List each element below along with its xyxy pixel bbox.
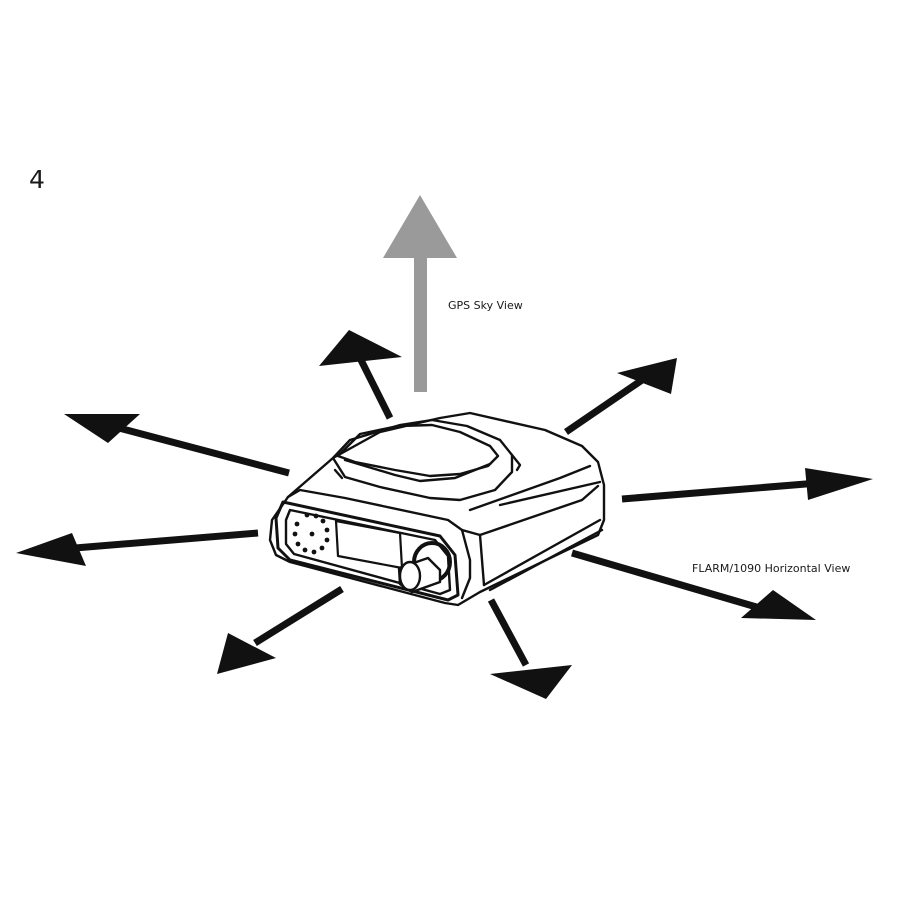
speaker-grille: [292, 512, 330, 555]
rotary-knob: [397, 541, 452, 594]
arrow-left-lower: [16, 529, 259, 566]
device-illustration: [268, 411, 606, 607]
horizontal-view-label: FLARM/1090 Horizontal View: [692, 562, 851, 575]
arrow-down: [487, 598, 572, 699]
horizontal-arrows: [16, 330, 873, 699]
sky-view-label: GPS Sky View: [448, 299, 523, 312]
arrow-down-left: [217, 586, 344, 674]
gps-sky-arrow: [383, 195, 457, 392]
arrow-right: [621, 468, 873, 503]
arrow-down-right: [571, 549, 816, 620]
arrow-up-left: [319, 330, 402, 420]
arrow-up-right: [564, 358, 677, 435]
arrow-left-upper: [64, 414, 290, 477]
step-number: 4: [29, 165, 45, 194]
